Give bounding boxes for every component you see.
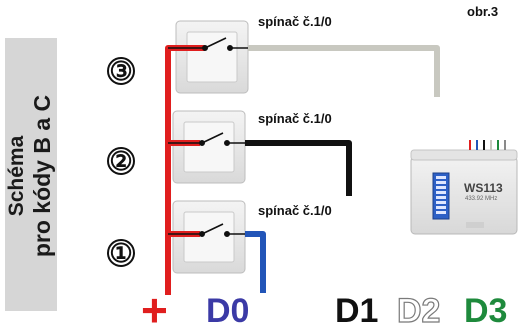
side-title-panel xyxy=(5,38,57,311)
switch-3-label: spínač č.1/0 xyxy=(258,14,332,29)
switch-contacts xyxy=(168,37,248,238)
terminal-d1: D1 xyxy=(335,292,379,330)
receiver-device xyxy=(410,140,518,235)
terminal-d2: D2 xyxy=(396,292,441,330)
switch-1-label: spínač č.1/0 xyxy=(258,203,332,218)
switch-3-number: ③ xyxy=(107,57,135,85)
wire-d0-blue xyxy=(245,231,266,293)
switch-2-label: spínač č.1/0 xyxy=(258,111,332,126)
terminal-common: + xyxy=(141,284,168,336)
terminal-d0: D0 xyxy=(206,292,250,330)
device-frequency: 433.92 MHz xyxy=(465,196,498,202)
switch-3 xyxy=(175,20,249,94)
figure-label: obr.3 xyxy=(467,4,499,19)
switch-2-rocker xyxy=(183,121,235,173)
wire-d1-black xyxy=(245,140,352,196)
switch-1-number: ① xyxy=(107,239,135,267)
terminal-d3: D3 xyxy=(464,292,508,330)
device-model: WS113 xyxy=(464,181,503,195)
switch-3-rocker xyxy=(186,31,238,83)
wire-d2-grey xyxy=(248,45,440,97)
switch-2-number: ② xyxy=(107,147,135,175)
switch-2 xyxy=(172,110,246,184)
